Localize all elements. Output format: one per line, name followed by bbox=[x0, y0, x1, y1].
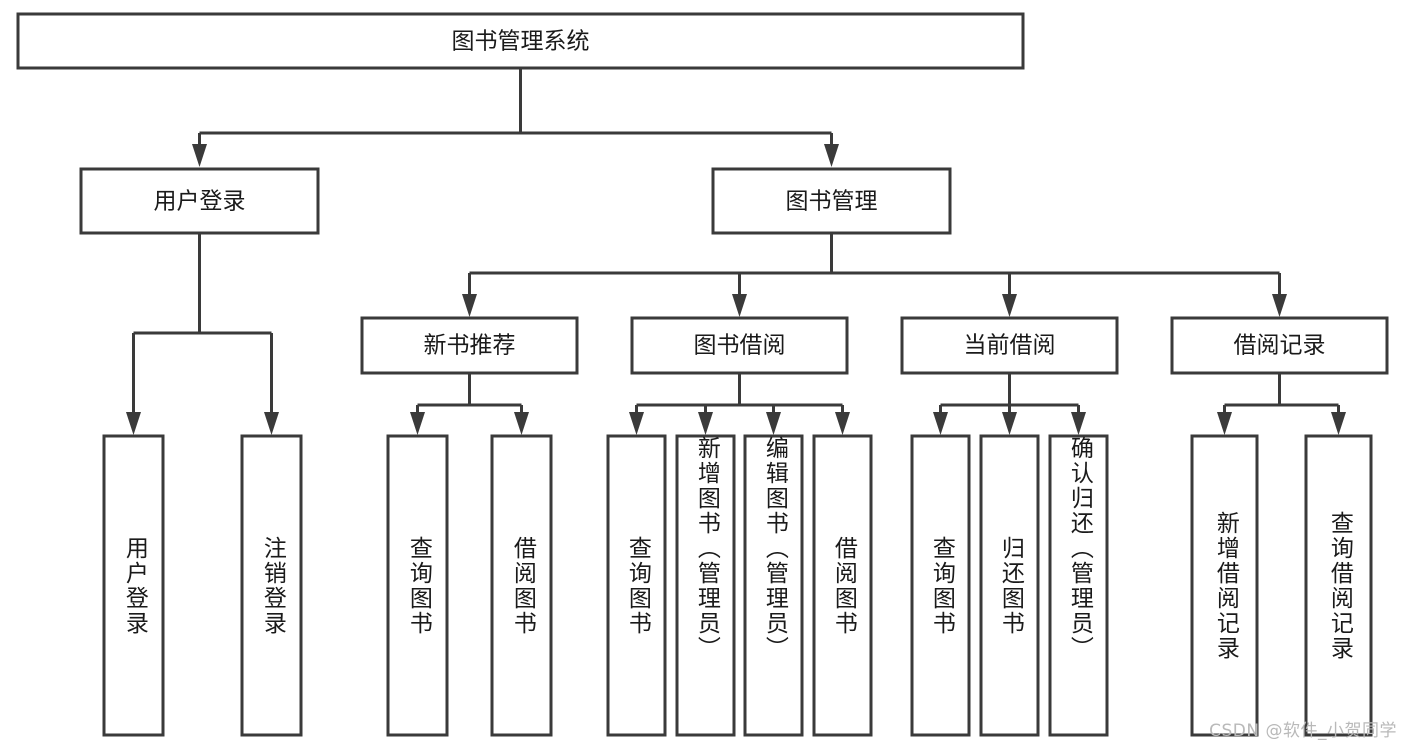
arrow-head-icon bbox=[698, 412, 713, 435]
node-level3-label: 当前借阅 bbox=[964, 333, 1056, 359]
arrow-head-icon bbox=[1272, 294, 1287, 317]
arrow-head-icon bbox=[264, 412, 279, 435]
arrow-head-icon bbox=[732, 294, 747, 317]
node-root-label: 图书管理系统 bbox=[452, 29, 590, 55]
arrow-head-icon bbox=[824, 144, 839, 167]
node-box bbox=[16, 12, 1025, 70]
node-book-management[interactable]: 图书管理 bbox=[711, 167, 952, 235]
node-box bbox=[711, 167, 952, 235]
leaf-boxes bbox=[102, 434, 1373, 737]
node-level2-label: 图书管理 bbox=[786, 189, 878, 215]
arrow-head-icon bbox=[835, 412, 850, 435]
arrow-head-icon bbox=[462, 294, 477, 317]
arrow-head-icon bbox=[933, 412, 948, 435]
node-book-borrow[interactable]: 图书借阅 bbox=[630, 316, 849, 375]
connector-group-current-borrow bbox=[933, 373, 1086, 435]
node-root-system[interactable]: 图书管理系统 bbox=[16, 12, 1025, 70]
arrow-head-icon bbox=[410, 412, 425, 435]
node-user-login[interactable]: 用户登录 bbox=[79, 167, 320, 235]
arrow-head-icon bbox=[126, 412, 141, 435]
leaf-box[interactable] bbox=[240, 434, 303, 737]
leaf-box[interactable] bbox=[1304, 434, 1373, 737]
node-level3-label: 图书借阅 bbox=[694, 333, 786, 359]
connector-group-book-borrow bbox=[629, 373, 850, 435]
leaf-box[interactable] bbox=[386, 434, 449, 737]
watermark: CSDN @软件_小贺同学 bbox=[1209, 721, 1397, 741]
node-level2-label: 用户登录 bbox=[154, 189, 246, 215]
arrow-head-icon bbox=[629, 412, 644, 435]
leaf-box[interactable] bbox=[812, 434, 873, 737]
leaf-box[interactable] bbox=[675, 434, 736, 737]
arrow-head-icon bbox=[1002, 294, 1017, 317]
connector-group-new-book bbox=[410, 373, 529, 435]
connector-group-borrow-record bbox=[1217, 373, 1346, 435]
node-box bbox=[79, 167, 320, 235]
node-current-borrow[interactable]: 当前借阅 bbox=[900, 316, 1119, 375]
node-box bbox=[1170, 316, 1389, 375]
node-box bbox=[360, 316, 579, 375]
node-box bbox=[900, 316, 1119, 375]
arrow-head-icon bbox=[1217, 412, 1232, 435]
node-level3-label: 新书推荐 bbox=[424, 333, 516, 359]
node-box bbox=[630, 316, 849, 375]
leaf-box[interactable] bbox=[606, 434, 667, 737]
node-new-book-recommend[interactable]: 新书推荐 bbox=[360, 316, 579, 375]
arrow-head-icon bbox=[1331, 412, 1346, 435]
node-level3-label: 借阅记录 bbox=[1234, 333, 1326, 359]
arrow-head-icon bbox=[766, 412, 781, 435]
leaf-box[interactable] bbox=[743, 434, 804, 737]
connector-group-book-manage bbox=[462, 233, 1287, 317]
leaf-box[interactable] bbox=[490, 434, 553, 737]
arrow-head-icon bbox=[1002, 412, 1017, 435]
leaf-box[interactable] bbox=[1048, 434, 1109, 737]
arrow-head-icon bbox=[1071, 412, 1086, 435]
arrow-head-icon bbox=[514, 412, 529, 435]
leaf-box[interactable] bbox=[910, 434, 971, 737]
arrow-head-icon bbox=[192, 144, 207, 167]
connector-group-root bbox=[192, 68, 839, 167]
leaf-box[interactable] bbox=[979, 434, 1040, 737]
leaf-box[interactable] bbox=[102, 434, 165, 737]
leaf-box[interactable] bbox=[1190, 434, 1259, 737]
connector-group-user-login bbox=[126, 233, 279, 435]
node-borrow-record[interactable]: 借阅记录 bbox=[1170, 316, 1389, 375]
